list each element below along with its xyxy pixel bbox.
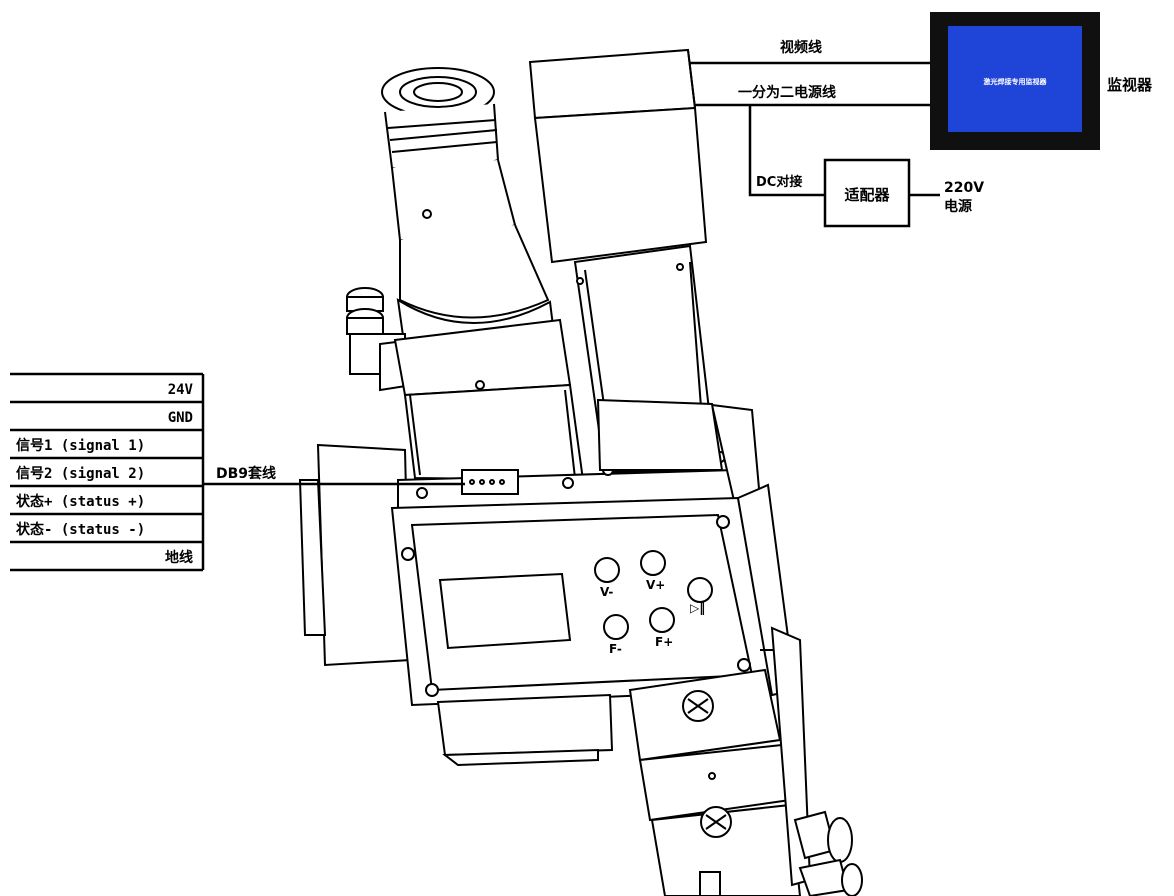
button-v-minus-label: V- [600,585,613,599]
mains-voltage-label: 220V [944,180,984,196]
lower-assembly [436,626,812,896]
air-fitting-bottom [793,810,863,896]
button-f-minus-label: F- [609,642,622,656]
button-f-minus[interactable] [603,614,629,640]
button-f-plus[interactable] [649,607,675,633]
pin-label: 地线 [165,549,193,566]
db9-cable-label: DB9套线 [216,465,276,482]
pin-label: GND [168,410,193,426]
button-f-plus-label: F+ [655,635,673,649]
button-v-minus[interactable] [594,557,620,583]
monitor-screen [948,26,1082,132]
mains-label: 电源 [944,198,972,215]
adapter-box [823,158,911,228]
dc-branch-line [748,105,825,197]
button-v-plus[interactable] [640,550,666,576]
power-split-cable-label: 一分为二电源线 [738,84,836,101]
dc-connection-label: DC对接 [756,174,802,190]
button-play-pause[interactable] [687,577,713,603]
button-play-pause-label: ▷‖ [690,601,705,615]
video-cable-label: 视频线 [780,39,822,56]
monitor: 激光焊接专用监视器 [930,12,1100,150]
pin-label: 状态- (status -) [16,521,145,538]
lens-mount-block [393,318,585,482]
monitor-screen-text: 激光焊接专用监视器 [984,77,1048,86]
pin-table: 24V GND 信号1 (signal 1) 信号2 (signal 2) 状态+ (s… [10,372,205,572]
monitor-label: 监视器 [1107,76,1153,94]
pin-label: 信号1 (signal 1) [16,437,145,454]
control-housing [298,398,797,707]
lens-assembly [381,67,558,369]
pin-label: 信号2 (signal 2) [16,465,145,482]
pin-label: 24V [168,382,194,398]
pin-label: 状态+ (status +) [16,493,145,510]
button-v-plus-label: V+ [646,578,665,592]
adapter-label: 适配器 [844,186,890,204]
panel-buttons: V- V+ ▷‖ F- F+ [594,550,713,656]
